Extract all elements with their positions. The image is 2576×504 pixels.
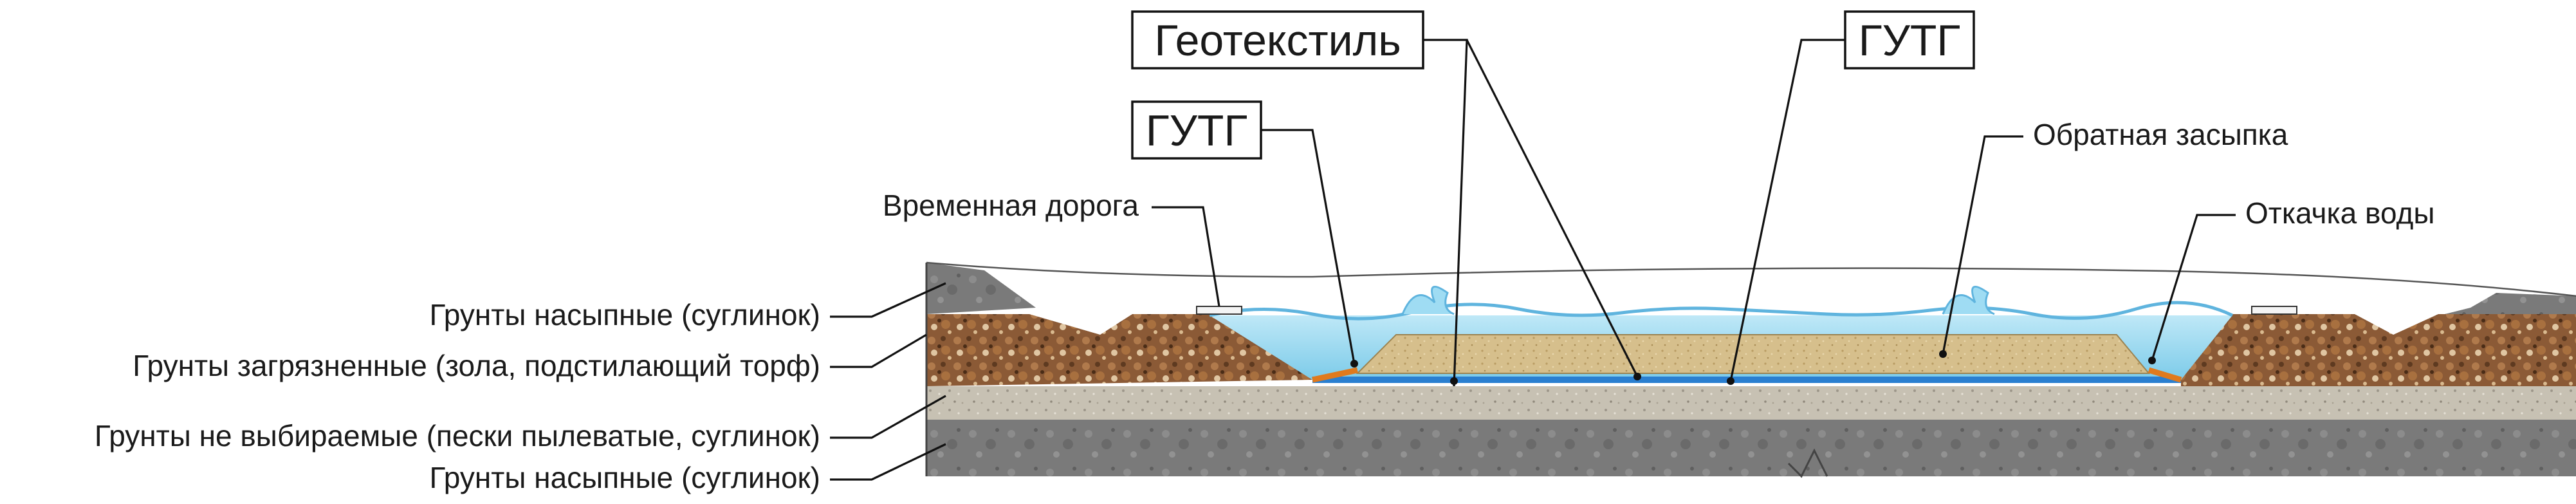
section-break-bottom [1787, 448, 1828, 478]
liner-right-slope [2148, 367, 2182, 383]
leader-geotextile-2 [1466, 39, 1639, 377]
ground-profile-line [926, 261, 2576, 297]
label-backfill: Обратная засыпка [2033, 118, 2288, 151]
label-gutg-right: ГУТГ [1859, 16, 1960, 65]
label-water-pumping: Откачка воды [2245, 196, 2434, 230]
unexcavated-soil-layer [926, 386, 2576, 420]
leader-dot-geotextile-2 [1633, 373, 1641, 380]
water-splash-right [1942, 286, 1995, 315]
label-fill-soil-top: Грунты насыпные (суглинок) [429, 298, 820, 331]
gutg-left-box [1131, 100, 1262, 160]
label-gutg-left: ГУТГ [1146, 106, 1247, 155]
leader-dot-water-pumping [2148, 357, 2156, 364]
label-fill-soil-bottom: Грунты насыпные (суглинок) [429, 461, 820, 494]
temporary-road-slab-right [2251, 306, 2297, 315]
left-labels: Грунты насыпные (суглинок) Грунты загряз… [95, 298, 820, 494]
contaminated-soil-right [2181, 314, 2576, 386]
geotextile-box [1131, 10, 1424, 70]
leader-gutg-right [1729, 39, 1845, 382]
leader-gutg-left [1261, 129, 1356, 364]
leader-fill-soil-top [830, 282, 946, 318]
temporary-road-slab-left [1196, 306, 1242, 315]
leader-fill-soil-bottom [830, 443, 946, 481]
leader-contaminated-soil [830, 333, 927, 368]
leader-unexcavated-soil [830, 395, 946, 439]
fill-soil-bottom-layer [926, 418, 2576, 476]
water-waves [1209, 301, 2234, 321]
leader-temporary-road [1152, 206, 1220, 307]
liner-left-slope [1312, 367, 1358, 383]
label-contaminated-soil: Грунты загрязненные (зола, подстилающий … [133, 349, 820, 382]
leader-dot-geotextile-1 [1450, 377, 1458, 385]
leader-water-pumping [2151, 214, 2236, 361]
water-splash-left [1401, 286, 1455, 315]
leader-dot-backfill [1939, 350, 1947, 358]
fill-soil-top-left [926, 263, 1036, 314]
leader-dot-gutg-left [1350, 360, 1358, 368]
label-unexcavated-soil: Грунты не выбираемые (пески пылеватые, с… [95, 419, 820, 453]
label-geotextile: Геотекстиль [1154, 16, 1401, 65]
contaminated-soil-left [926, 314, 1312, 386]
leader-backfill [1942, 135, 2023, 355]
leader-dot-gutg-right [1727, 377, 1734, 385]
gutg-right-box [1844, 10, 1975, 70]
fill-soil-top-right [2445, 293, 2576, 314]
backfill-sand [1356, 334, 2151, 374]
label-temporary-road: Временная дорога [883, 189, 1139, 222]
